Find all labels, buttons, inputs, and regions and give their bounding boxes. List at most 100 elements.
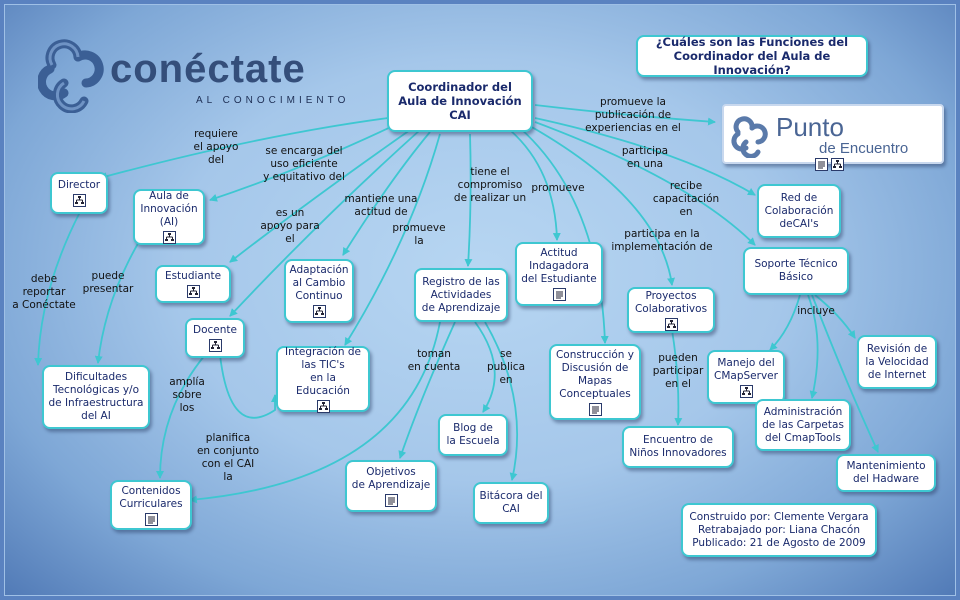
node-encuentro-ninos[interactable]: Encuentro de Niños Innovadores [622, 426, 734, 468]
credits-text: Construido por: Clemente Vergara Retraba… [689, 510, 869, 549]
edge-central-integracion [344, 133, 441, 346]
link-label-mantiene: mantiene una actitud de [344, 193, 418, 218]
node-proyectos-label: Proyectos Colaborativos [634, 289, 708, 315]
edge-central-aula [209, 124, 396, 202]
edge-director-dificultades [34, 211, 81, 366]
concept-map-icon[interactable] [312, 305, 326, 318]
node-contenidos-curriculares[interactable]: Contenidos Curriculares [110, 480, 192, 530]
node-objetivos-aprendizaje[interactable]: Objetivos de Aprendizaje [345, 460, 437, 512]
concept-map-icon[interactable] [316, 399, 330, 413]
node-aula-innovacion[interactable]: Aula de Innovación (AI) [133, 189, 205, 245]
node-revision-label: Revisión de la Velocidad de Internet [865, 342, 929, 381]
document-icon[interactable] [552, 288, 566, 301]
node-red-colaboracion[interactable]: Red de Colaboración deCAI's [757, 184, 841, 238]
conectate-chain-icon [38, 39, 104, 113]
node-objetivos-label: Objetivos de Aprendizaje [351, 465, 431, 491]
node-adaptacion-label: Adaptación al Cambio Continuo [289, 264, 349, 302]
question-box: ¿Cuáles son las Funciones del Coordinado… [636, 35, 868, 77]
link-label-promueve-publicacion: promueve la publicación de experiencias … [585, 96, 681, 134]
node-registro-actividades[interactable]: Registro de las Actividades de Aprendiza… [414, 268, 508, 322]
node-registro-label: Registro de las Actividades de Aprendiza… [421, 275, 501, 314]
node-dificultades[interactable]: Dificultades Tecnológicas y/o de Infraes… [42, 365, 150, 429]
node-encuentro-label: Encuentro de Niños Innovadores [629, 434, 727, 459]
edge-central-proyectos [529, 125, 675, 286]
edge-registro-bitacora [484, 321, 519, 481]
edge-central-registro [464, 133, 473, 267]
edge-registro-objetivos [398, 321, 456, 459]
edge-aula-dificultades [94, 239, 141, 364]
edge-soporte-mantenimiento [811, 294, 879, 453]
link-label-requiere: requiere el apoyo del [193, 128, 239, 166]
node-director-label: Director [57, 179, 101, 191]
link-label-se-publica: se publica en [486, 348, 526, 386]
node-soporte-tecnico[interactable]: Soporte Técnico Básico [743, 247, 849, 295]
concept-map-icon[interactable] [664, 317, 678, 331]
document-icon[interactable] [384, 493, 398, 507]
document-icon[interactable] [815, 158, 828, 171]
node-mantenimiento-hadware[interactable]: Mantenimiento del Hadware [836, 454, 936, 492]
punto-title: Punto [776, 112, 844, 142]
concept-map-icon[interactable] [831, 158, 844, 171]
node-bitacora-label: Bitácora del CAI [479, 490, 543, 515]
document-icon[interactable] [144, 512, 158, 526]
node-estudiante-label: Estudiante [164, 270, 222, 282]
node-dificultades-label: Dificultades Tecnológicas y/o de Infraes… [48, 371, 144, 422]
edge-central-construccion [519, 127, 609, 344]
link-label-toman: toman en cuenta [407, 348, 461, 373]
node-soporte-label: Soporte Técnico Básico [754, 258, 838, 283]
link-label-recibe: recibe capacitación en [652, 180, 720, 218]
edge-soporte-administracion [807, 294, 819, 399]
link-label-debe-reportar: debe reportar a Conéctate [12, 273, 76, 311]
node-adaptacion[interactable]: Adaptación al Cambio Continuo [284, 259, 354, 323]
edge-registro-contenidos [189, 321, 441, 504]
node-manejo-cmapserver[interactable]: Manejo del CMapServer [707, 350, 785, 404]
edge-docente-integracion [219, 354, 279, 419]
node-bitacora-cai[interactable]: Bitácora del CAI [473, 482, 549, 524]
node-manejo-label: Manejo del CMapServer [714, 356, 778, 382]
concept-map-icon[interactable] [208, 339, 222, 352]
node-integracion-label: Integración de las TIC's en la Educación [285, 345, 361, 397]
node-director[interactable]: Director [50, 172, 108, 214]
node-construccion-mapas[interactable]: Construcción y Discusión de Mapas Concep… [549, 344, 641, 420]
link-label-tiene: tiene el compromiso de realizar un [453, 166, 527, 204]
concept-map-icon[interactable] [739, 384, 753, 398]
node-aula-label: Aula de Innovación (AI) [140, 190, 198, 228]
edge-soporte-manejo [769, 294, 801, 351]
punto-de-encuentro-box[interactable]: Punto de Encuentro [722, 104, 944, 164]
question-text: ¿Cuáles son las Funciones del Coordinado… [655, 35, 849, 77]
link-label-pueden-participar: pueden participar en el [652, 352, 704, 390]
link-label-se-encarga: se encarga del uso eficiente y equitativ… [263, 145, 345, 183]
link-label-participa-una: participa en una [621, 145, 669, 170]
node-blog-escuela[interactable]: Blog de la Escuela [438, 414, 508, 456]
concept-map-icon[interactable] [72, 194, 86, 207]
document-icon[interactable] [588, 402, 602, 416]
node-estudiante[interactable]: Estudiante [155, 265, 231, 303]
node-contenidos-label: Contenidos Curriculares [119, 484, 183, 510]
link-label-incluye: incluye [797, 305, 835, 317]
edge-central-actitud [509, 129, 561, 241]
edge-registro-blog [474, 321, 496, 413]
punto-resource-icons[interactable] [815, 158, 844, 171]
concept-map-icon[interactable] [162, 231, 176, 244]
node-administracion-carpetas[interactable]: Administración de las Carpetas del CmapT… [755, 399, 851, 451]
node-integracion-tics[interactable]: Integración de las TIC's en la Educación [276, 345, 370, 413]
concept-map-icon[interactable] [186, 285, 200, 298]
edge-soporte-revision [814, 294, 856, 339]
node-actitud-indagadora[interactable]: Actitud Indagadora del Estudiante [515, 242, 603, 306]
edge-central-director [99, 117, 389, 181]
conectate-subtitle: AL CONOCIMIENTO [196, 95, 350, 106]
node-revision-velocidad[interactable]: Revisión de la Velocidad de Internet [857, 335, 937, 389]
edge-central-docente [229, 129, 421, 317]
node-actitud-label: Actitud Indagadora del Estudiante [521, 247, 597, 285]
edge-proyectos-encuentro [671, 329, 683, 426]
node-proyectos-colaborativos[interactable]: Proyectos Colaborativos [627, 287, 715, 333]
link-label-participa-implementacion: participa en la implementación de [611, 228, 713, 253]
link-label-es-un-apoyo: es un apoyo para el [260, 207, 320, 245]
node-blog-label: Blog de la Escuela [446, 422, 500, 447]
node-coordinador-label: Coordinador del Aula de Innovación CAI [398, 80, 522, 122]
node-docente[interactable]: Docente [185, 318, 245, 358]
node-docente-label: Docente [193, 324, 237, 336]
node-mantenimiento-label: Mantenimiento del Hadware [846, 460, 926, 485]
node-coordinador-cai[interactable]: Coordinador del Aula de Innovación CAI [387, 70, 533, 132]
